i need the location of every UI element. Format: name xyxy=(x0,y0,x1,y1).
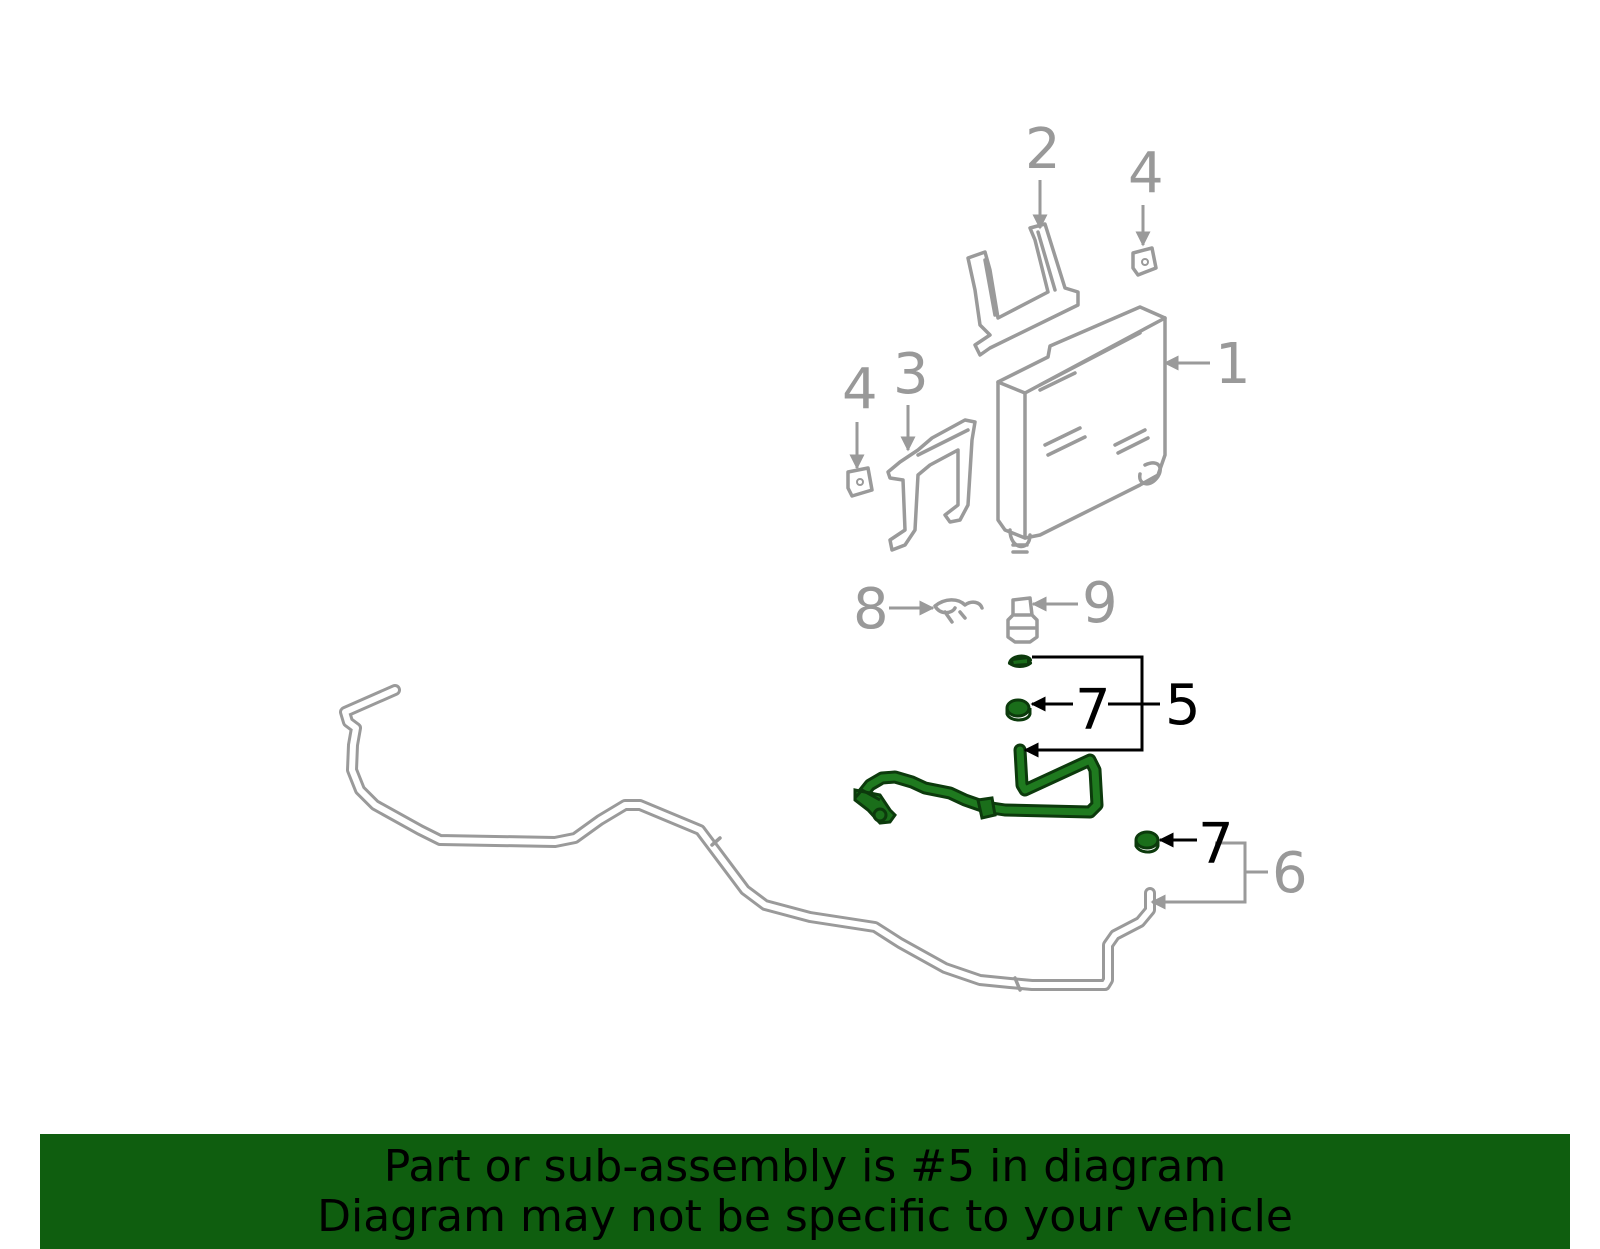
upper-bracket-part-2 xyxy=(966,222,1080,357)
side-bracket-part-3 xyxy=(886,418,977,552)
nut-part-4-top xyxy=(1131,246,1158,277)
callout-3: 3 xyxy=(893,342,929,407)
callout-4-top: 4 xyxy=(1128,141,1164,206)
banner-line-2: Diagram may not be specific to your vehi… xyxy=(317,1190,1293,1242)
callout-1: 1 xyxy=(1215,332,1251,397)
fitting-part-9 xyxy=(1006,596,1039,644)
nut-part-4-left xyxy=(846,466,874,498)
callout-8: 8 xyxy=(853,577,889,642)
o-ring-part-7-lower xyxy=(1134,830,1160,854)
callout-6: 6 xyxy=(1272,841,1308,906)
o-ring-part-7-upper xyxy=(1005,698,1032,722)
banner-line-1: Part or sub-assembly is #5 in diagram xyxy=(383,1140,1227,1192)
info-banner: Part or sub-assembly is #5 in diagram Di… xyxy=(40,1134,1570,1249)
callout-9: 9 xyxy=(1082,571,1118,636)
cooler-line-part-6 xyxy=(339,684,1156,992)
callout-4-left: 4 xyxy=(842,357,878,422)
callout-5: 5 xyxy=(1165,673,1201,738)
leader-lines xyxy=(849,180,1268,910)
callout-7-upper: 7 xyxy=(1075,678,1111,743)
oil-cooler-part-1 xyxy=(996,305,1167,554)
callout-7-lower: 7 xyxy=(1198,812,1234,877)
callout-2: 2 xyxy=(1025,117,1061,182)
cooler-line-part-5 xyxy=(853,743,1104,825)
clip-part-8 xyxy=(933,598,984,624)
clip-part-5 xyxy=(1008,654,1032,668)
